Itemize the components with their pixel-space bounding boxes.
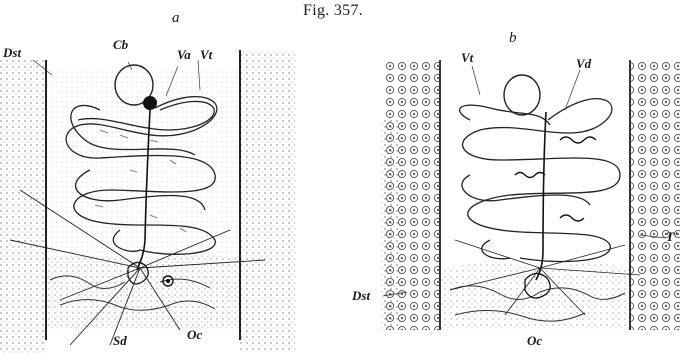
panel-b-drawing bbox=[380, 60, 680, 330]
label-a-va: Va bbox=[177, 47, 191, 63]
label-a-sd: Sd bbox=[113, 333, 127, 349]
panel-a-drawing bbox=[0, 50, 295, 353]
label-a-oc: Oc bbox=[187, 327, 202, 343]
label-b-dst: Dst bbox=[352, 288, 370, 304]
label-a-dst: Dst bbox=[3, 45, 21, 61]
label-b-vd: Vd bbox=[576, 56, 591, 72]
label-a-vt: Vt bbox=[200, 47, 212, 63]
label-b-oc: Oc bbox=[527, 333, 542, 349]
label-a-cb: Cb bbox=[113, 37, 128, 53]
label-b-t: T' bbox=[666, 229, 678, 245]
label-b-vt: Vt bbox=[461, 50, 473, 66]
